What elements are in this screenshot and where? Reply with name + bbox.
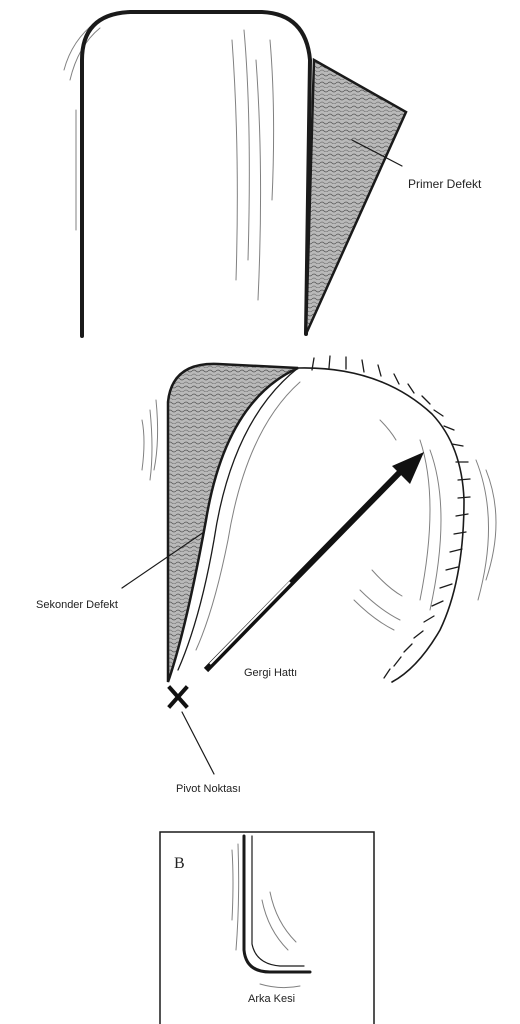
panel-b: B Arka Kesi [160, 832, 374, 1024]
tension-line-label: Gergi Hattı [244, 667, 297, 679]
tissue-outline-top [82, 12, 310, 336]
secondary-defect-label: Sekonder Defekt [36, 599, 118, 611]
pivot-point-marker [170, 688, 186, 706]
primary-defect-area [306, 60, 406, 334]
back-cut-line-2 [252, 836, 304, 966]
suture-marks [312, 356, 470, 678]
back-cut-label: Arka Kesi [248, 993, 295, 1005]
tension-line-arrow-highlight [210, 582, 290, 664]
secondary-defect-area [168, 364, 298, 682]
flap-suture-line [298, 368, 464, 682]
primary-defect-label: Primer Defekt [408, 177, 482, 191]
top-figure: Primer Defekt [64, 12, 482, 336]
panel-b-letter: B [174, 855, 185, 872]
pivot-point-label: Pivot Noktası [176, 783, 241, 795]
shading-strokes-right-top [232, 30, 274, 300]
middle-figure: Sekonder Defekt Gergi Hattı Pivot Noktas… [36, 356, 496, 795]
pivot-point-leader [182, 712, 214, 774]
